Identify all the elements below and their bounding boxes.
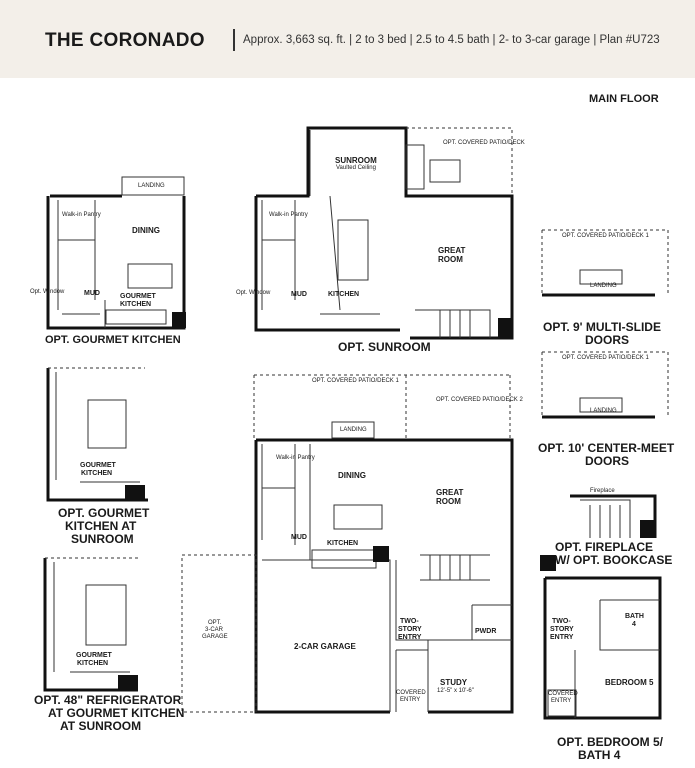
caption-gk-sunroom-3: SUNROOM [71, 532, 134, 546]
sunroom-vaulted-label: Vaulted Ceiling [336, 165, 376, 171]
sunroom-great-label-2: ROOM [438, 255, 463, 264]
gk-opt-window-label: Opt. Window [30, 289, 65, 295]
main-patio2-label: OPT. COVERED PATIO/DECK 2 [436, 397, 523, 403]
sunroom-mud-label: MUD [291, 291, 307, 298]
gourmet-kitchen-outline [46, 194, 186, 330]
main-entry-label-3: ENTRY [398, 634, 422, 641]
fireplace-corner-block [540, 555, 556, 571]
main-study-label: STUDY [440, 678, 468, 687]
b5-entry-label-1: TWO- [552, 618, 571, 625]
fireplace-block [640, 520, 656, 538]
caption-fridge-2: AT GOURMET KITCHEN [48, 706, 185, 720]
fridge-gourmet-label-2: KITCHEN [77, 660, 109, 667]
plan-title: THE CORONADO [45, 30, 205, 51]
gk-gourmet-label-1: GOURMET [120, 293, 156, 300]
fridge-gourmet-label-1: GOURMET [76, 652, 112, 659]
caption-fireplace-1: OPT. FIREPLACE [555, 540, 654, 554]
gk-sunroom-block [125, 485, 145, 501]
sunroom-outline [254, 126, 514, 340]
gks-gourmet-label-2: KITCHEN [81, 470, 113, 477]
caption-fridge-1: OPT. 48" REFRIGERATOR [34, 693, 182, 707]
sunroom-corner-block [498, 318, 512, 338]
caption-center-meet-1: OPT. 10' CENTER-MEET [538, 441, 675, 455]
plan-specs: Approx. 3,663 sq. ft. | 2 to 3 bed | 2.5… [243, 34, 660, 46]
fridge-outline [43, 558, 138, 692]
caption-fridge-3: AT SUNROOM [60, 719, 142, 733]
caption-fireplace-2: W/ OPT. BOOKCASE [555, 553, 673, 567]
main-mud-label: MUD [291, 534, 307, 541]
center-meet-patio-label: OPT. COVERED PATIO/DECK 1 [562, 355, 649, 361]
gk-gourmet-label-2: KITCHEN [120, 301, 152, 308]
sunroom-label: SUNROOM [335, 156, 377, 165]
main-great-label-1: GREAT [436, 488, 464, 497]
center-meet-landing-label: LANDING [590, 408, 617, 414]
main-study-dims: 12'-5" x 10'-6" [437, 688, 474, 694]
b5-covered-entry-2: ENTRY [551, 698, 572, 704]
floor-label: MAIN FLOOR [589, 93, 659, 105]
main-pwdr-label: PWDR [475, 628, 497, 635]
gk-pantry-block [172, 312, 186, 328]
main-great-label-2: ROOM [436, 497, 461, 506]
gks-gourmet-label-1: GOURMET [80, 462, 116, 469]
main-covered-entry-2: ENTRY [400, 697, 421, 703]
main-3car-label-3: GARAGE [202, 634, 228, 640]
caption-multi-slide-2: DOORS [585, 333, 630, 347]
main-kitchen-label: KITCHEN [327, 540, 359, 547]
caption-bedroom5-2: BATH 4 [578, 748, 621, 762]
caption-gk-sunroom-1: OPT. GOURMET [58, 506, 150, 520]
caption-gk-sunroom-2: KITCHEN AT [65, 519, 137, 533]
sunroom-kitchen-label: KITCHEN [328, 291, 360, 298]
main-landing-label: LANDING [340, 427, 367, 433]
sunroom-patio-label: OPT. COVERED PATIO/DECK [443, 140, 525, 146]
b5-covered-entry-1: COVERED [548, 691, 578, 697]
fireplace-label: Fireplace [590, 488, 615, 494]
sunroom-pantry-label: Walk-in Pantry [269, 212, 308, 218]
caption-sunroom: OPT. SUNROOM [338, 340, 431, 354]
gk-mud-label: MUD [84, 290, 100, 297]
fridge-block [118, 675, 138, 691]
caption-bedroom5-1: OPT. BEDROOM 5/ [557, 735, 664, 749]
gk-pantry-label: Walk-in Pantry [62, 212, 101, 218]
b5-entry-label-3: ENTRY [550, 634, 574, 641]
main-entry-label-1: TWO- [400, 618, 419, 625]
bath4-label-1: BATH [625, 613, 644, 620]
multi-slide-patio-label: OPT. COVERED PATIO/DECK 1 [562, 233, 649, 239]
title-divider [233, 29, 235, 51]
bath4-label-2: 4 [632, 621, 636, 628]
main-entry-label-2: STORY [398, 626, 422, 633]
bedroom5-label: BEDROOM 5 [605, 678, 654, 687]
main-3car-label-1: OPT. [208, 620, 222, 626]
main-dining-label: DINING [338, 471, 366, 480]
main-3car-label-2: 3-CAR [205, 627, 224, 633]
main-patio1-label: OPT. COVERED PATIO/DECK 1 [312, 378, 399, 384]
sunroom-opt-window-label: Opt. Window [236, 290, 271, 296]
caption-multi-slide-1: OPT. 9' MULTI-SLIDE [543, 320, 661, 334]
gk-sunroom-outline [46, 368, 148, 502]
b5-entry-label-2: STORY [550, 626, 574, 633]
caption-gourmet-kitchen: OPT. GOURMET KITCHEN [45, 334, 181, 346]
caption-center-meet-2: DOORS [585, 454, 630, 468]
main-covered-entry-1: COVERED [396, 690, 426, 696]
kitchen-corner-block [373, 546, 389, 562]
gk-dining-label: DINING [132, 226, 160, 235]
main-garage-label: 2-CAR GARAGE [294, 642, 356, 651]
gk-landing-label: LANDING [138, 183, 165, 189]
multi-slide-landing-label: LANDING [590, 283, 617, 289]
sunroom-great-label-1: GREAT [438, 246, 466, 255]
header-banner: THE CORONADO Approx. 3,663 sq. ft. | 2 t… [0, 0, 695, 78]
main-plan-outline [254, 438, 514, 714]
main-pantry-label: Walk-in Pantry [276, 455, 315, 461]
bedroom5-outline [543, 576, 662, 720]
